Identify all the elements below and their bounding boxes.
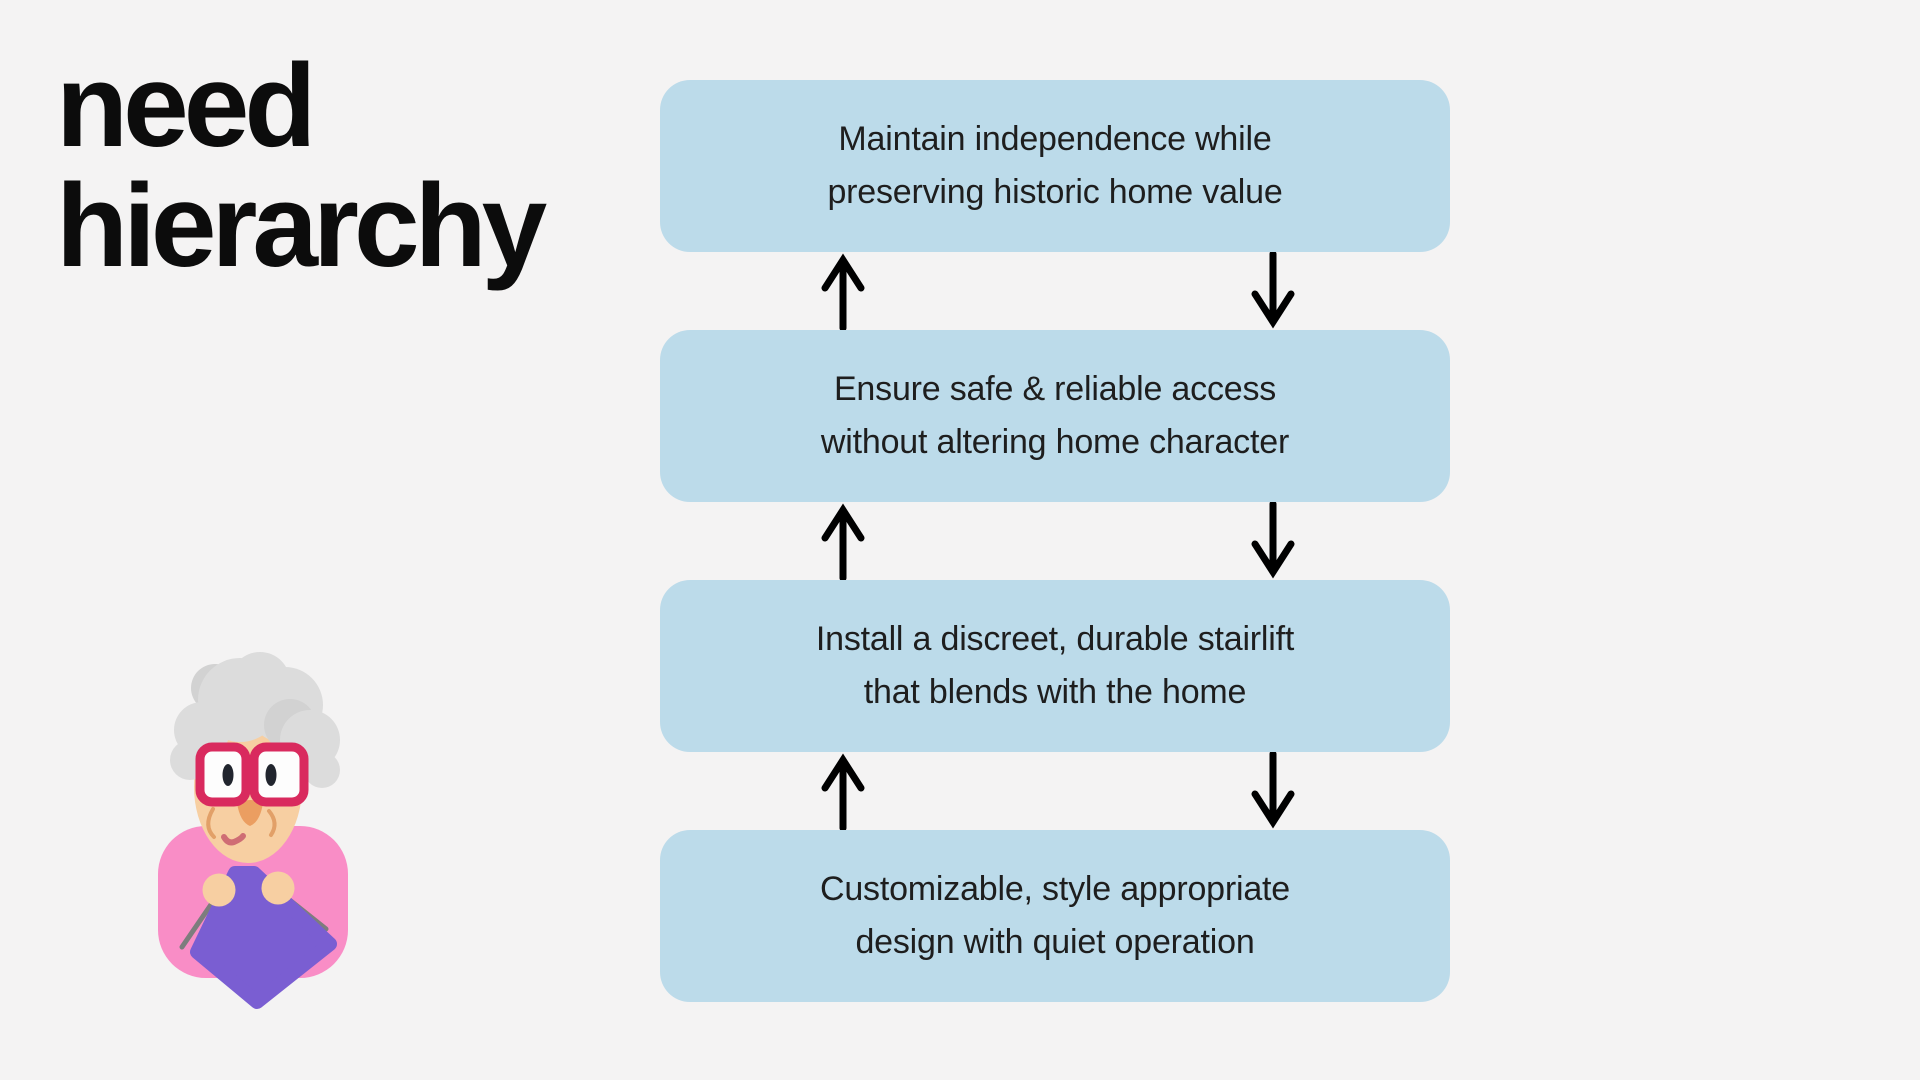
need-box-4-line-2: design with quiet operation <box>855 923 1255 961</box>
mouth <box>221 833 246 846</box>
left-hand <box>202 873 236 907</box>
need-box-4: Customizable, style appropriate design w… <box>660 830 1450 1002</box>
up-arrow-icon <box>821 503 865 580</box>
page-title: need hierarchy <box>56 40 547 292</box>
right-hand <box>261 871 295 905</box>
need-box-2: Ensure safe & reliable access without al… <box>660 330 1450 502</box>
need-box-4-line-1: Customizable, style appropriate <box>819 870 1291 908</box>
down-arrow-icon <box>1251 252 1295 329</box>
need-box-2-line-2: without altering home character <box>820 423 1290 461</box>
up-arrow-icon <box>821 753 865 830</box>
need-box-3-line-2: that blends with the home <box>863 673 1247 711</box>
left-cheek-line <box>206 807 216 839</box>
nose <box>237 800 263 826</box>
up-arrow-icon <box>821 253 865 330</box>
need-box-1-line-2: preserving historic home value <box>827 173 1283 211</box>
down-arrow-icon <box>1251 752 1295 829</box>
page-title-line-1: need <box>56 40 316 172</box>
glasses-icon <box>195 742 309 807</box>
need-box-3-line-1: Install a discreet, durable stairlift <box>815 620 1295 658</box>
need-box-1: Maintain independence while preserving h… <box>660 80 1450 252</box>
need-box-2-line-1: Ensure safe & reliable access <box>833 370 1277 408</box>
down-arrow-icon <box>1251 502 1295 579</box>
page-title-line-2: hierarchy <box>56 160 547 292</box>
need-box-3: Install a discreet, durable stairlift th… <box>660 580 1450 752</box>
yarn <box>190 866 337 1009</box>
left-eye <box>222 764 234 786</box>
grandma-knitting-illustration <box>158 652 348 1009</box>
right-eye <box>265 764 277 786</box>
need-box-1-line-1: Maintain independence while <box>838 120 1272 158</box>
right-cheek-line <box>267 809 277 837</box>
